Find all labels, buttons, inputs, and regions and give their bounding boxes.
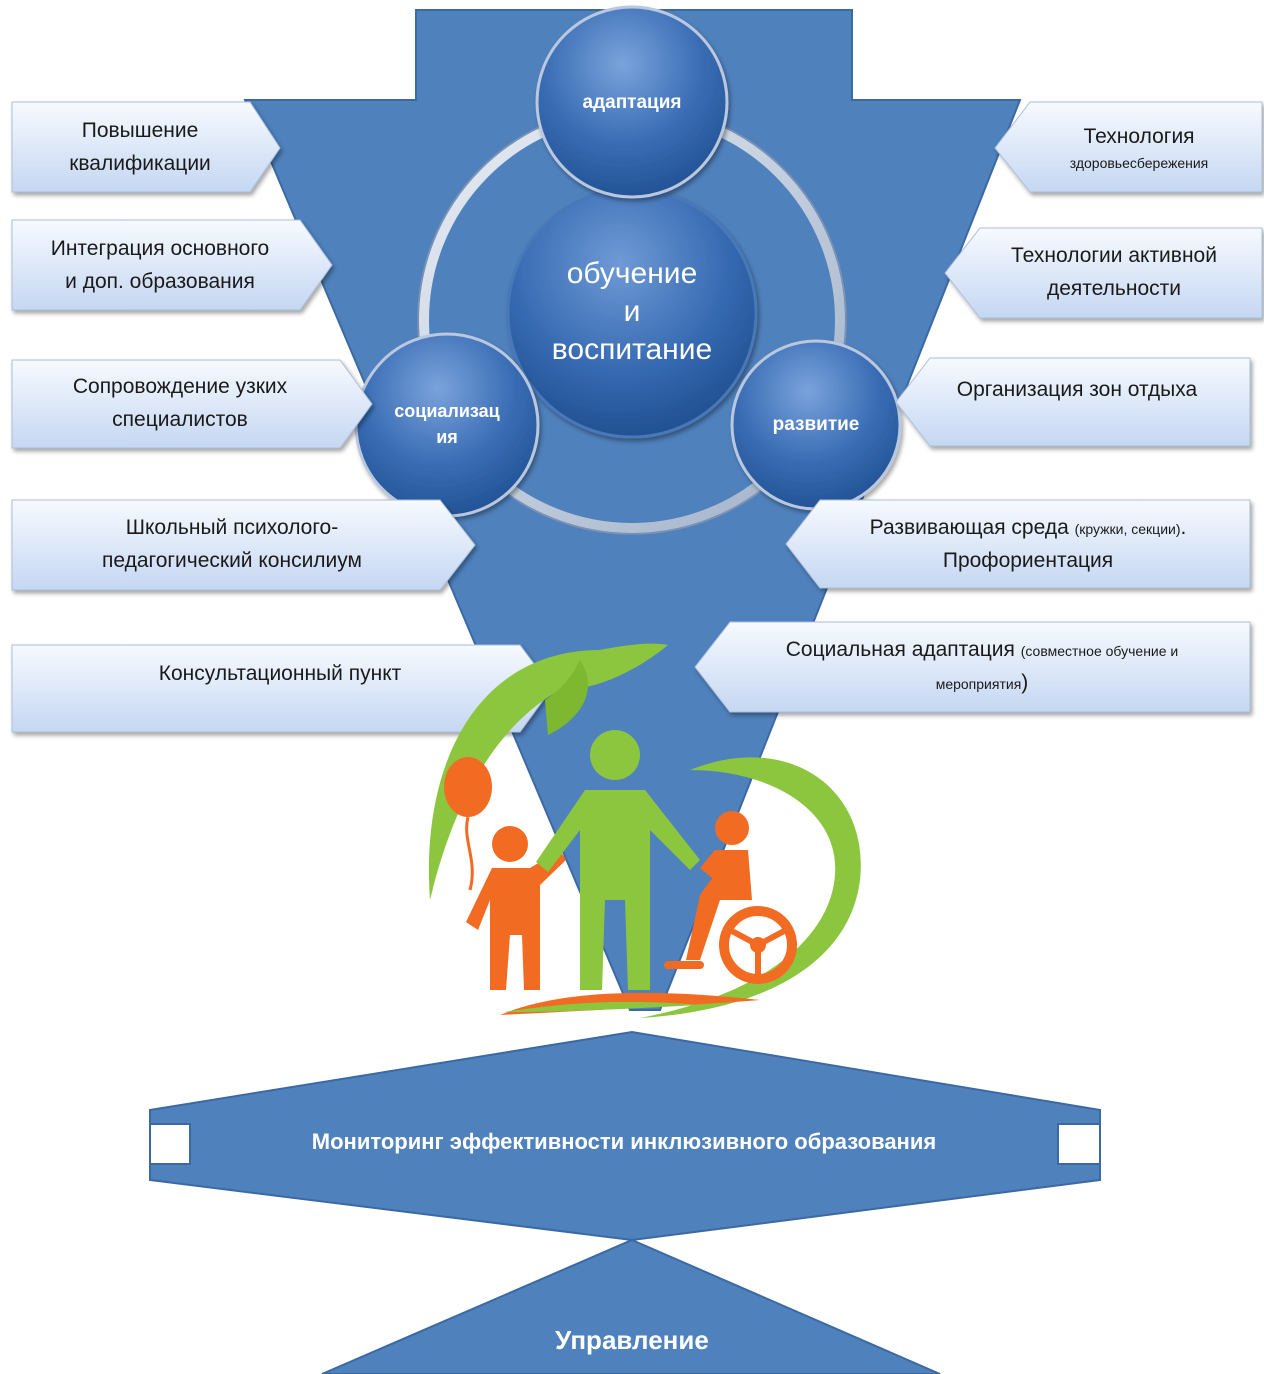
left-tag-4-line2: педагогический консилиум — [101, 549, 362, 572]
right-tag-4-shape — [785, 499, 1251, 589]
right-tag-2-line1: Технологии активной — [1011, 244, 1217, 268]
right-tag-5-note2: мероприятия — [935, 676, 1022, 692]
right-tag-3: Организация зон отдыха — [904, 362, 1250, 418]
right-tag-3-line1: Организация зон отдыха — [956, 377, 1198, 401]
right-tag-1-line2: здоровьесбережения — [1069, 155, 1209, 172]
left-tag-5-shape — [11, 644, 553, 733]
right-tag-1-shape — [994, 101, 1263, 193]
left-tag-2-line2: и доп. образования — [65, 270, 255, 293]
right-tag-5-line1: Социальная адаптация (совместное обучени… — [786, 634, 1179, 667]
left-tag-3-line2: специалистов — [112, 408, 248, 431]
adaptation-label: адаптация — [582, 92, 682, 113]
left-tag-3-shape — [11, 359, 373, 449]
right-tag-5: Социальная адаптация (совместное обучени… — [714, 624, 1250, 710]
right-tag-4-text: Развивающая среда — [869, 516, 1069, 540]
right-tag-2-line2: деятельности — [1047, 277, 1181, 300]
right-tag-2: Технологии активной деятельности — [966, 230, 1262, 316]
left-tag-4-shape — [11, 499, 476, 591]
monitoring-label: Мониторинг эффективности инклюзивного об… — [311, 1129, 937, 1154]
left-tag-1: Повышение квалификации — [12, 104, 268, 192]
left-tag-2-line1: Интеграция основного — [50, 237, 270, 261]
left-tag-5: Консультационный пункт — [12, 646, 548, 702]
adaptation-circle — [535, 5, 729, 199]
right-tag-4: Развивающая среда (кружки, секции). Проф… — [806, 502, 1250, 588]
right-tag-5-text: Социальная адаптация — [785, 638, 1015, 662]
management-label: Управление — [555, 1325, 709, 1355]
right-tag-3-shape — [895, 357, 1251, 447]
right-tag-4-note: (кружки, секции) — [1074, 521, 1181, 538]
right-tag-shapes — [694, 101, 1263, 713]
right-tag-2-shape — [944, 227, 1263, 319]
socialization-label-line2: ия — [436, 427, 458, 447]
right-tag-5-shape — [694, 621, 1251, 713]
left-tag-1-line1: Повышение — [81, 119, 199, 143]
right-tag-4-dot: . — [1180, 516, 1187, 540]
right-tag-5-line2: мероприятия) — [936, 667, 1029, 700]
left-tag-4: Школьный психолого- педагогический конси… — [12, 502, 452, 588]
socialization-label: социализац ия — [366, 396, 528, 452]
monitoring-shape — [149, 1030, 1101, 1242]
left-tag-3: Сопровождение узких специалистов — [12, 361, 348, 447]
center-label-line1: обучение — [566, 257, 698, 290]
right-tag-4-line1: Развивающая среда (кружки, секции). — [870, 512, 1187, 545]
center-label: обучение и воспитание — [508, 255, 756, 369]
left-tag-2: Интеграция основного и доп. образования — [12, 222, 308, 310]
left-tag-4-line1: Школьный психолого- — [125, 516, 339, 540]
right-tag-4-line2: Профориентация — [942, 549, 1114, 572]
left-tag-5-line1: Консультационный пункт — [158, 661, 402, 685]
center-label-line3: воспитание — [551, 333, 713, 366]
socialization-label-line1: социализац — [394, 401, 500, 421]
right-tag-1: Технология здоровьесбережения — [1016, 104, 1262, 192]
management-shape — [321, 1238, 941, 1374]
development-label: развитие — [772, 414, 860, 435]
left-tag-1-line2: квалификации — [69, 152, 211, 175]
right-tag-5-note: (совместное обучение и — [1020, 643, 1179, 660]
left-tag-3-line1: Сопровождение узких — [72, 375, 288, 399]
logo-family-icon — [428, 643, 861, 1018]
center-label-line2: и — [623, 295, 641, 328]
left-tag-2-shape — [11, 219, 333, 311]
left-tag-1-shape — [11, 101, 281, 193]
left-tag-shapes — [11, 101, 553, 733]
right-tag-5-paren: ) — [1021, 671, 1029, 694]
right-tag-1-line1: Технология — [1083, 124, 1195, 148]
